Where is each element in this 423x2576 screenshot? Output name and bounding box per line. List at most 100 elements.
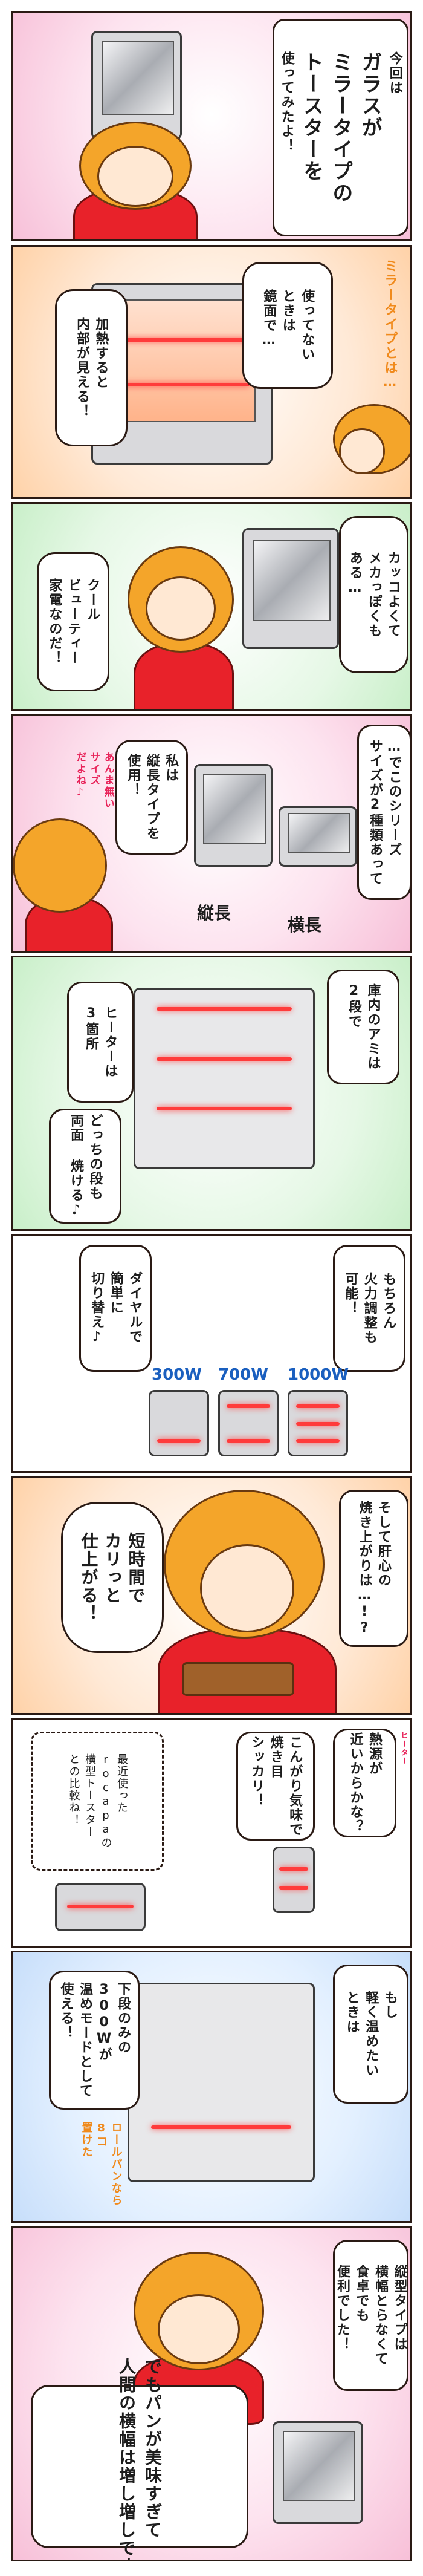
text-line: 私は	[163, 754, 179, 783]
watt-label-1000: 1000W	[288, 1366, 349, 1384]
text-line: …でこのシリーズ	[386, 739, 402, 857]
text-line: 両面 焼ける♪	[68, 1114, 83, 1219]
heater-line	[157, 1057, 292, 1061]
text-line: 食卓でも	[354, 2265, 369, 2323]
text-line: ビューティー	[65, 578, 81, 665]
character	[121, 540, 242, 709]
character-hair	[13, 818, 107, 913]
text-line: 人間の横幅は増し増しです	[117, 2358, 137, 2561]
text-line: ロールパンなら	[109, 2122, 123, 2206]
text-line: ときは	[344, 1991, 360, 2034]
text-line: こんがり気味で	[287, 1735, 303, 1837]
panel-10: 縦型タイプは 横幅とらなくて 食卓でも 便利でした！ でもパンが美味すぎて 人間…	[11, 2226, 412, 2561]
text-line: 庫内のアミは	[365, 983, 381, 1071]
text-line: 焼き目	[268, 1735, 283, 1779]
text-line: あんま無い	[102, 752, 114, 809]
text-line: 便利でした！	[335, 2265, 350, 2352]
heater-line	[157, 1007, 292, 1011]
text-line: 横幅とらなくて	[373, 2265, 388, 2366]
text-line: 今回は	[387, 51, 402, 95]
text-line: もし	[382, 1991, 398, 2020]
speech-bubble: もし 軽く温めたい ときは	[333, 1965, 408, 2104]
speech-bubble: 加熱すると 内部が見える！	[55, 289, 128, 446]
character-face	[146, 576, 216, 641]
character-face	[200, 1544, 294, 1632]
label-tall: 縦長	[197, 903, 231, 923]
speech-bubble: 私は 縦長タイプを 使用！	[115, 740, 188, 855]
character-face	[339, 428, 385, 474]
text-line: rocapaの	[99, 1753, 112, 1849]
text-line: カリっと	[102, 1532, 123, 1605]
text-line: 2段で	[346, 983, 361, 1029]
ruby-text: ヒーター	[400, 1732, 408, 1766]
text-line: 家電なのだ！	[47, 578, 62, 665]
speech-bubble: ヒーターは 3箇所	[67, 982, 134, 1103]
heater-line	[227, 1404, 270, 1408]
heater-line	[114, 338, 250, 342]
label-wide: 横長	[288, 915, 322, 935]
speech-bubble: カッコよくて メカっぽくも ある…	[339, 516, 408, 673]
text-line: 加熱すると	[93, 317, 109, 390]
text-line: そして肝心の	[376, 1500, 391, 1588]
speech-bubble: 熱源が 近いからかな？	[333, 1729, 396, 1837]
heater-line	[157, 1107, 292, 1111]
text-line: もちろん	[381, 1272, 396, 1330]
text-line: 使える！	[58, 1982, 74, 2040]
text-line: との比較ね！	[67, 1753, 80, 1826]
text-line: 300Wが	[96, 1982, 112, 2062]
text-line: 縦型タイプは	[392, 2265, 407, 2352]
caption: ミラータイプとは…	[382, 259, 398, 391]
text-line: クール	[85, 578, 100, 622]
toaster-interior	[128, 1983, 315, 2182]
toaster-glass	[203, 774, 266, 844]
text-line: 可能！	[343, 1272, 358, 1316]
text-line: サイズが2種類あって	[367, 739, 383, 886]
text-line: ガラスが	[358, 51, 383, 139]
speech-bubble: どっちの段も 両面 焼ける♪	[49, 1109, 121, 1224]
toaster-illustration	[273, 2421, 363, 2524]
text-line: ときは	[280, 289, 295, 333]
toaster-700w	[218, 1390, 279, 1456]
text-line: 3箇所	[83, 1006, 98, 1051]
text-line: 横型トースター	[83, 1753, 96, 1838]
heater-line	[296, 1421, 340, 1426]
character	[55, 116, 212, 239]
toaster-wide	[55, 1883, 146, 1931]
text-line: 簡単に	[108, 1271, 123, 1315]
speech-bubble: 最近使った rocapaの 横型トースター との比較ね！	[31, 1732, 164, 1871]
speech-bubble: でもパンが美味すぎて 人間の横幅は増し増しです	[31, 2358, 248, 2560]
toaster-glass	[288, 812, 350, 854]
panel-4: …でこのシリーズ サイズが2種類あって 縦長 横長 私は 縦長タイプを 使用！ …	[11, 714, 412, 953]
speech-bubble: 下段のみの 300Wが 温めモードとして 使える！	[49, 1971, 140, 2110]
text-line: だよね♪	[74, 752, 86, 800]
panel-8: ヒーター 熱源が 近いからかな？ こんがり気味で 焼き目 シッカリ！ 最近使った…	[11, 1718, 412, 1948]
heater-line	[279, 1886, 309, 1890]
text-line: 温めモードとして	[77, 1982, 92, 2098]
toaster-1000w	[288, 1390, 348, 1456]
toaster-interior	[134, 988, 315, 1169]
text-line: ヒーターは	[102, 1006, 118, 1078]
text-line: 軽く温めたい	[363, 1991, 379, 2078]
text-line: 内部が見える！	[74, 317, 89, 419]
character	[146, 1490, 345, 1713]
text-line: 最近使った	[115, 1753, 128, 1814]
watt-label-300: 300W	[152, 1366, 202, 1384]
text-line: 近いからかな？	[347, 1732, 363, 1834]
heater-line	[227, 1439, 270, 1443]
text-line: 置けた	[80, 2122, 93, 2158]
toaster-glass	[253, 539, 331, 622]
speech-bubble: そして肝心の 焼き上がりは…!?	[339, 1490, 408, 1647]
text-line: 8コ	[95, 2122, 108, 2148]
text-line: 切り替え♪	[89, 1271, 105, 1346]
text-line: 下段のみの	[115, 1982, 131, 2055]
speech-bubble: 縦型タイプは 横幅とらなくて 食卓でも 便利でした！	[333, 2240, 408, 2391]
character-face	[158, 2294, 240, 2364]
toaster-tall	[273, 1847, 315, 1913]
toaster-300w	[149, 1390, 209, 1456]
text-line: でもパンが美味すぎて	[143, 2358, 163, 2539]
toaster-glass	[102, 41, 174, 116]
text-line: どっちの段も	[87, 1114, 103, 1201]
heater-line	[151, 2125, 291, 2130]
text-line: 使用！	[125, 754, 141, 797]
